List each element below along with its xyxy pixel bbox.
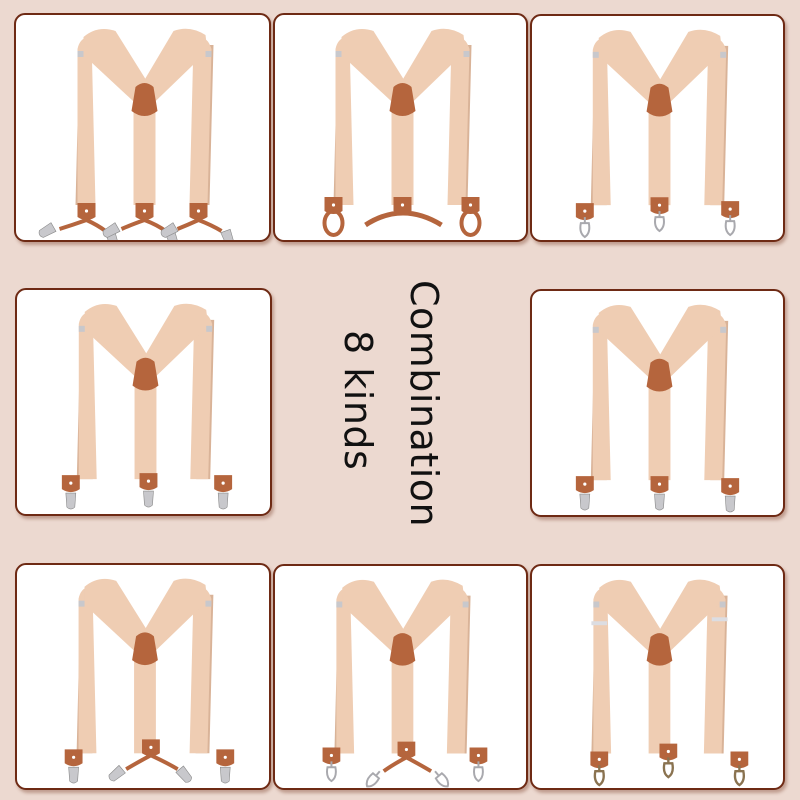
suspender-bronze-hook-icon <box>590 579 749 787</box>
suspender-six-clip-icon <box>36 28 236 240</box>
product-panel-top-right[interactable] <box>530 14 785 242</box>
caption-combination-8-kinds: Combination 8 kinds <box>320 270 480 530</box>
product-panel-bottom-right[interactable] <box>530 564 785 790</box>
suspender-four-clip-icon <box>64 578 235 785</box>
product-panel-bottom-middle[interactable] <box>273 564 528 790</box>
product-panel-middle-right[interactable] <box>530 289 785 517</box>
product-panel-top-left[interactable] <box>14 13 271 242</box>
product-panel-top-middle[interactable] <box>273 13 528 242</box>
caption-line-8-kinds: 8 kinds <box>336 330 380 471</box>
product-panel-bottom-left[interactable] <box>15 563 271 790</box>
suspender-butterfly-clip-icon <box>575 304 740 513</box>
product-panel-middle-left[interactable] <box>15 288 272 516</box>
suspender-button-loop-icon <box>322 28 482 237</box>
suspender-three-clip-icon <box>61 303 233 510</box>
suspender-swivel-hook-icon <box>575 29 740 239</box>
caption-line-combination: Combination <box>402 280 446 528</box>
suspender-four-hook-icon <box>322 579 488 788</box>
